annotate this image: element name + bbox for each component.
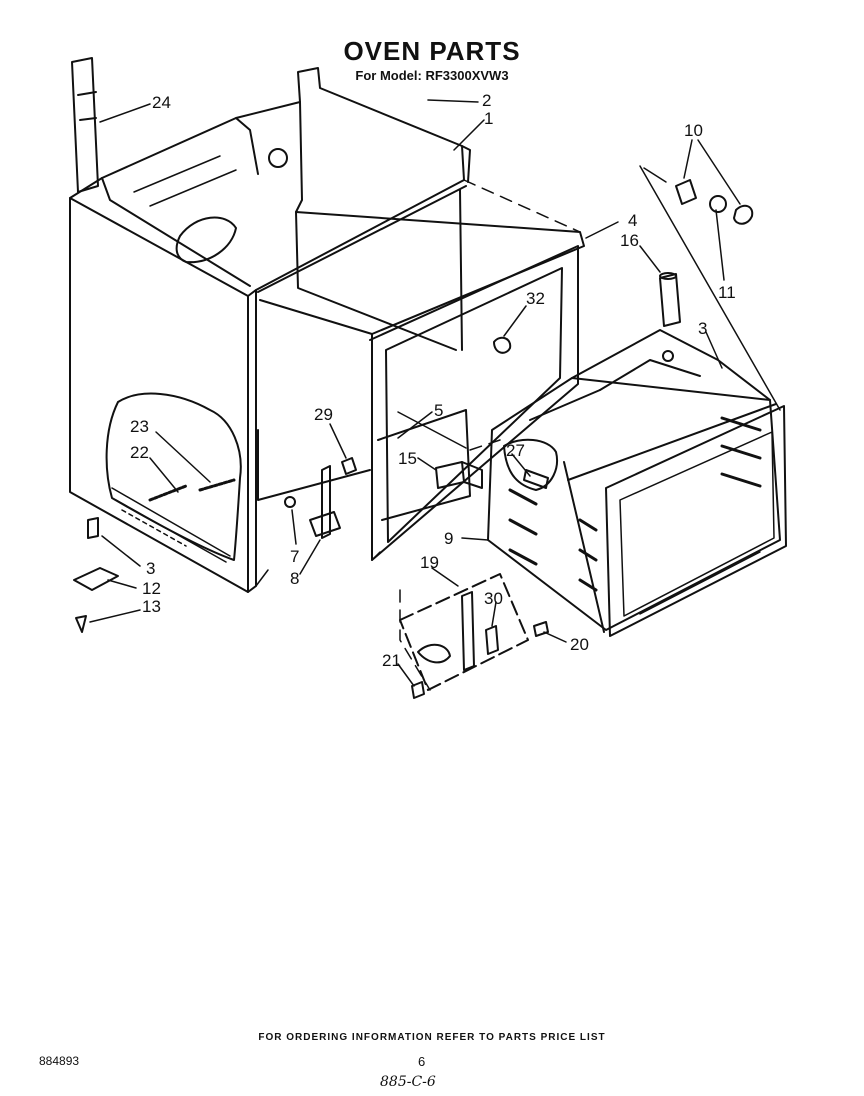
page-number: 6 (418, 1054, 426, 1069)
callout-3-lower: 3 (146, 559, 155, 578)
part-27-cutaway (503, 438, 558, 491)
callout-10: 10 (684, 121, 703, 140)
callout-12: 12 (142, 579, 161, 598)
callout-15: 15 (398, 449, 417, 468)
callout-11: 11 (718, 283, 736, 302)
callout-1: 1 (484, 109, 493, 128)
callout-labels: 24 2 1 10 4 16 11 32 3 23 22 29 5 15 27 … (130, 91, 736, 670)
cabinet-frame (69, 67, 585, 561)
callout-4: 4 (628, 211, 637, 230)
parts-3-12-13-leveling (73, 517, 119, 633)
part-4-front-frame (369, 245, 579, 561)
ordering-note: FOR ORDERING INFORMATION REFER TO PARTS … (258, 1032, 606, 1043)
callout-19: 19 (420, 553, 439, 572)
callout-29: 29 (314, 405, 333, 424)
model-line: For Model: RF3300XVW3 (355, 68, 509, 83)
callout-5: 5 (434, 401, 443, 420)
callout-13: 13 (142, 597, 161, 616)
parts-22-23-springs (148, 478, 236, 502)
callout-24: 24 (152, 93, 171, 112)
exploded-view-diagram: 24 2 1 10 4 16 11 32 3 23 22 29 5 15 27 … (69, 57, 787, 699)
callout-23: 23 (130, 417, 149, 436)
part-24-vent-panel (71, 57, 99, 193)
part-32-plug (493, 336, 512, 354)
part-15-block (435, 461, 483, 489)
cabinet-bottom-rails (255, 429, 381, 587)
callout-30: 30 (484, 589, 503, 608)
parts-29-7-8-bracket (284, 457, 357, 539)
assembly-dashed-lines (399, 179, 581, 691)
callout-20: 20 (570, 635, 589, 654)
parts-10-11-lamp (639, 165, 781, 411)
callout-27: 27 (506, 441, 525, 460)
callout-21: 21 (382, 651, 401, 670)
parts-19-30-hinge-assembly (399, 573, 549, 699)
callout-7: 7 (290, 547, 299, 566)
callout-9: 9 (444, 529, 453, 548)
callout-16: 16 (620, 231, 639, 250)
doc-number: 884893 (39, 1054, 80, 1068)
handwritten-note: 885-C-6 (380, 1074, 436, 1090)
leader-lines (89, 99, 741, 687)
cabinet-left-panel (69, 197, 257, 593)
callout-2: 2 (482, 91, 491, 110)
callout-8: 8 (290, 569, 299, 588)
part-16-vent-tube (659, 272, 681, 362)
callout-22: 22 (130, 443, 149, 462)
callout-32: 32 (526, 289, 545, 308)
callout-3-upper: 3 (698, 319, 707, 338)
page-title: OVEN PARTS (343, 36, 521, 66)
